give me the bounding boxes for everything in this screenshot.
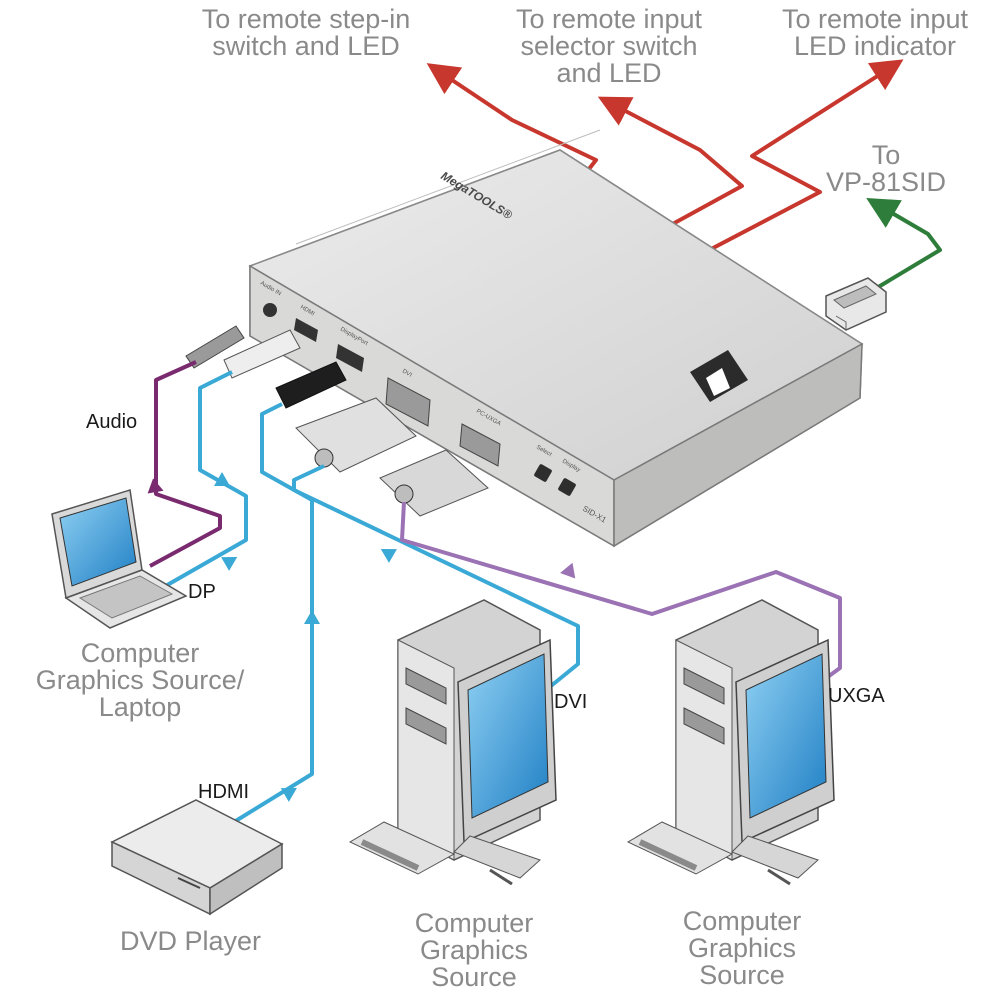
dest-step-in-label: To remote step-in switch and LED	[172, 6, 440, 60]
hdmi-port	[294, 318, 318, 342]
source-pc-dvi-line-1: Computer	[414, 908, 534, 938]
uxga-cable	[400, 501, 842, 686]
dvd-player	[110, 799, 284, 916]
select-button	[534, 464, 552, 482]
displayport-port	[336, 344, 364, 372]
dest-vp81sid-label: To VP-81SID	[808, 142, 964, 196]
source-pc-dvi-label: Computer Graphics Source	[386, 910, 562, 991]
dp-cable	[161, 370, 248, 590]
dest-led-indicator-label: To remote input LED indicator	[752, 6, 998, 60]
sid-x1-device: MegaTOOLS® SID-X1 Audio IN HDMI DisplayP…	[248, 129, 864, 548]
source-laptop-line-1: Computer	[80, 638, 200, 668]
pc-uxga	[626, 599, 835, 886]
source-pc-uxga-line-1: Computer	[682, 906, 802, 936]
dest-step-in-line-1: To remote step-in	[201, 4, 411, 34]
port-label-dvi: DVI	[401, 369, 413, 379]
rj45-connector	[825, 277, 887, 331]
hdmi-cable	[232, 402, 314, 824]
dest-step-in-line-2: switch and LED	[212, 31, 400, 61]
led-indicator-cable	[693, 59, 904, 260]
source-laptop-label: Computer Graphics Source/ Laptop	[4, 640, 276, 721]
input-selector-cable	[597, 96, 744, 234]
cable-label-uxga: UXGA	[828, 685, 885, 707]
dest-vp81sid-line-2: VP-81SID	[825, 167, 947, 197]
cable-label-hdmi: HDMI	[198, 781, 250, 803]
dvi-port	[385, 377, 431, 427]
dest-input-selector-line-3: and LED	[556, 58, 662, 88]
display-button	[558, 478, 576, 496]
source-laptop-line-2: Graphics Source/	[35, 665, 245, 695]
source-pc-uxga-line-2: Graphics	[687, 933, 797, 963]
pc-dvi	[348, 599, 557, 886]
dest-led-indicator-line-1: To remote input	[781, 4, 969, 34]
source-dvd-label: DVD Player	[120, 926, 262, 956]
source-pc-uxga-line-3: Source	[699, 960, 785, 990]
vp81sid-cable	[866, 197, 942, 294]
source-pc-dvi-line-3: Source	[431, 962, 517, 992]
uxga-port	[459, 423, 501, 467]
dest-input-selector-line-2: selector switch	[520, 31, 698, 61]
cable-label-dp: DP	[188, 581, 216, 603]
dest-led-indicator-line-2: LED indicator	[793, 31, 957, 61]
audio-cable	[149, 360, 222, 568]
source-laptop-line-3: Laptop	[98, 692, 182, 722]
dest-vp81sid-line-1: To	[871, 140, 901, 170]
cable-label-audio: Audio	[86, 411, 138, 433]
cable-label-dvi: DVI	[554, 691, 588, 713]
dvi-cable	[292, 464, 580, 692]
source-pc-uxga-label: Computer Graphics Source	[654, 908, 830, 989]
laptop	[51, 489, 188, 629]
dest-input-selector-label: To remote input selector switch and LED	[486, 6, 732, 87]
dest-input-selector-line-1: To remote input	[515, 4, 703, 34]
plugs	[185, 325, 489, 517]
source-pc-dvi-line-2: Graphics	[419, 935, 529, 965]
audio-port	[263, 303, 277, 317]
